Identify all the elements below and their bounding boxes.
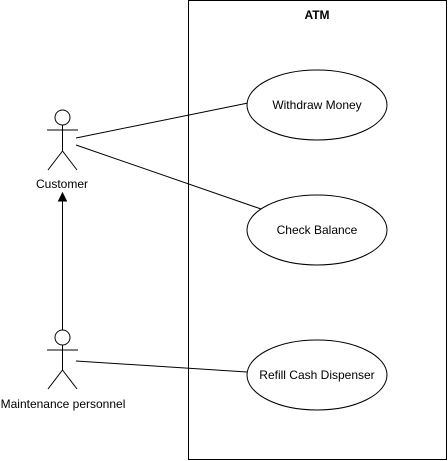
association-customer-check-balance [75,144,262,210]
actor-maintenance-personnel[interactable]: Maintenance personnel [1,329,126,411]
use-case-refill-cash-dispenser[interactable]: Refill Cash Dispenser [246,339,388,411]
stick-figure-icon [47,329,78,390]
actor-customer[interactable]: Customer [36,109,88,191]
use-case-label: Check Balance [277,223,358,237]
stick-figure-icon [47,109,78,171]
actor-label: Maintenance personnel [1,397,126,411]
association-maintenance-refill [75,360,248,373]
generalization-maintenance-to-customer [57,191,68,330]
use-case-label: Refill Cash Dispenser [259,368,374,382]
arrowhead-icon [57,191,68,202]
use-case-withdraw-money[interactable]: Withdraw Money [246,69,388,141]
system-title: ATM [304,8,329,22]
use-case-label: Withdraw Money [272,98,361,112]
actor-label: Customer [36,177,88,191]
use-case-check-balance[interactable]: Check Balance [246,194,388,266]
association-customer-withdraw [75,102,249,139]
